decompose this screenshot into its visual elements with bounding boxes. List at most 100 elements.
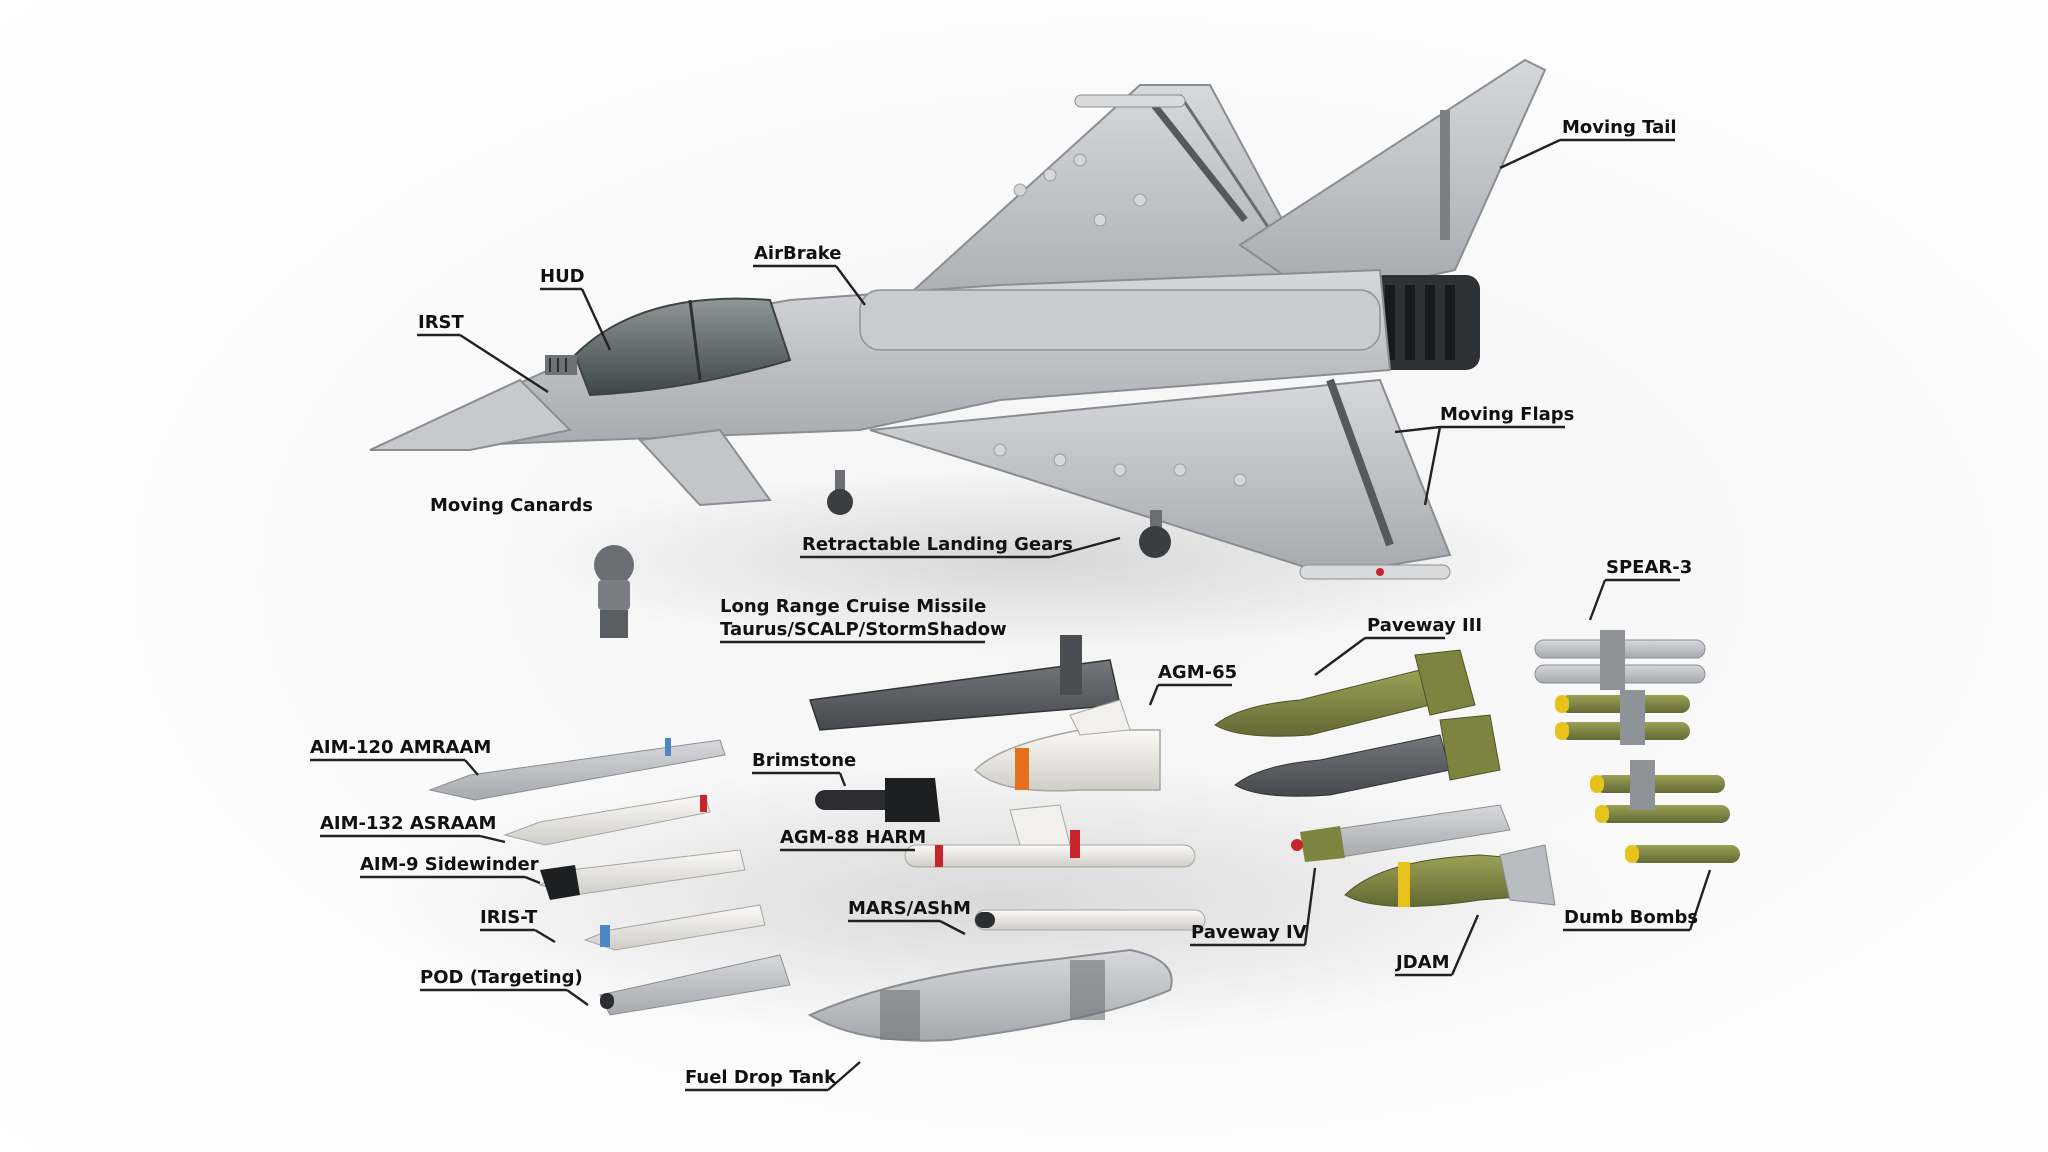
paveway4-tip: [1291, 839, 1303, 851]
leader-agm65: [1148, 684, 1160, 706]
agm65-fin: [1069, 699, 1131, 736]
label-paveway3: Paveway III: [1367, 615, 1482, 636]
exhaust-petal: [1445, 285, 1455, 360]
aim120-missile: [428, 738, 726, 801]
stud: [1233, 473, 1247, 487]
leader-fuel-tank: [827, 1061, 861, 1091]
stud: [1053, 453, 1067, 467]
agm65-missile: [973, 699, 1161, 792]
dumb-bomb: [1600, 805, 1730, 823]
canopy: [573, 297, 792, 397]
fuel-drop-tank: [807, 948, 1173, 1042]
jdam-tail: [1499, 844, 1556, 906]
stud: [1043, 168, 1057, 182]
canard: [637, 428, 772, 507]
paveway4-nose: [1300, 826, 1345, 862]
mars-missile: [974, 909, 1206, 931]
exhaust-petal: [1425, 285, 1435, 360]
leader-paveway4: [1303, 867, 1317, 946]
dumb-bomb-tip: [1555, 695, 1569, 713]
label-fuel-tank: Fuel Drop Tank: [685, 1067, 837, 1088]
label-aim132: AIM-132 ASRAAM: [320, 813, 496, 834]
targeting-pod: [599, 954, 791, 1016]
label-agm65: AGM-65: [1158, 662, 1237, 683]
exhaust-petal: [1405, 285, 1415, 360]
spear3-rack: [1600, 630, 1625, 690]
aim120-body: [428, 739, 726, 801]
leader-pod: [566, 989, 589, 1006]
dumb-bomb-rack: [1620, 690, 1645, 745]
cruise-missile: [809, 635, 1121, 731]
mars-body: [974, 909, 1206, 931]
lower-wing-flap-slot: [1326, 378, 1394, 547]
pilot-torso: [598, 580, 630, 610]
aim9-seeker: [540, 865, 580, 900]
label-paveway4: Paveway IV: [1191, 922, 1307, 943]
stud: [1113, 463, 1127, 477]
iris-t-missile: [583, 904, 766, 951]
callout-leaders: [310, 138, 1712, 1092]
dumb-bomb-tip: [1555, 722, 1569, 740]
label-cruise-missile-line1: Long Range Cruise Missile: [720, 596, 986, 617]
jdam-bomb: [1344, 844, 1556, 907]
weapons-shadow: [380, 760, 1620, 1040]
dumb-bomb-tip: [1595, 805, 1609, 823]
label-brimstone: Brimstone: [752, 750, 856, 771]
leader-airbrake: [835, 265, 866, 306]
upper-wing-flap-slot: [1147, 97, 1248, 223]
label-cruise-missile-line2: Taurus/SCALP/StormShadow: [720, 619, 1007, 640]
leader-hud: [580, 288, 612, 351]
label-aim120: AIM-120 AMRAAM: [310, 737, 491, 758]
dumb-bomb-rack: [1630, 760, 1655, 810]
upper-wingtip-rail: [1074, 94, 1186, 108]
agm88-body: [904, 844, 1196, 868]
stud: [993, 443, 1007, 457]
label-hud: HUD: [540, 266, 585, 287]
leader-jdam: [1450, 914, 1480, 976]
label-agm88: AGM-88 HARM: [780, 827, 926, 848]
leader-landing-gears: [1049, 536, 1121, 559]
label-iris-t: IRIS-T: [480, 907, 538, 928]
stud: [1093, 213, 1107, 227]
aim9-missile: [538, 849, 746, 900]
pilot-legs: [600, 610, 628, 638]
callout-labels: Moving Tail AirBrake HUD IRST Moving Fla…: [310, 117, 1698, 1088]
stud: [1173, 463, 1187, 477]
agm88-mid-band: [1070, 830, 1080, 858]
label-irst: IRST: [418, 312, 465, 333]
pilot-minifigure: [594, 545, 634, 638]
agm88-band: [935, 845, 943, 867]
label-moving-canards: Moving Canards: [430, 495, 593, 516]
label-dumb-bombs: Dumb Bombs: [1564, 907, 1698, 928]
canopy-frame: [688, 299, 702, 381]
upper-wing-flap-edge: [1178, 94, 1272, 231]
nose-gear-wheel: [827, 489, 853, 515]
leader-iris-t: [534, 928, 556, 944]
leader-spear3: [1588, 579, 1607, 621]
leader-moving-flaps: [1423, 426, 1442, 506]
guided-bomb-fins: [1439, 714, 1501, 781]
jdam-band: [1398, 862, 1410, 907]
paveway3-bomb: [1214, 649, 1476, 737]
dumb-bomb: [1595, 775, 1725, 793]
cruise-missile-fin: [1060, 635, 1082, 695]
stud: [1013, 183, 1027, 197]
lower-wingtip-rail: [1299, 564, 1451, 580]
label-moving-flaps: Moving Flaps: [1440, 404, 1574, 425]
fuselage-spine: [859, 289, 1381, 351]
label-pod: POD (Targeting): [420, 967, 583, 988]
leader-brimstone: [838, 772, 847, 787]
wingtip-light: [1376, 568, 1384, 576]
leader-moving-flaps-2: [1394, 425, 1441, 434]
label-landing-gears: Retractable Landing Gears: [802, 534, 1073, 555]
spear3-missiles: [1534, 630, 1706, 690]
agm88-wing: [1009, 804, 1071, 846]
agm88-missile: [904, 804, 1196, 868]
paveway3-fins: [1414, 649, 1476, 716]
stud: [1133, 193, 1147, 207]
leader-irst: [459, 333, 549, 394]
engine-exhaust: [1370, 275, 1480, 370]
dumb-bombs: [1555, 690, 1740, 863]
fighter-jet-model: [369, 58, 1547, 580]
